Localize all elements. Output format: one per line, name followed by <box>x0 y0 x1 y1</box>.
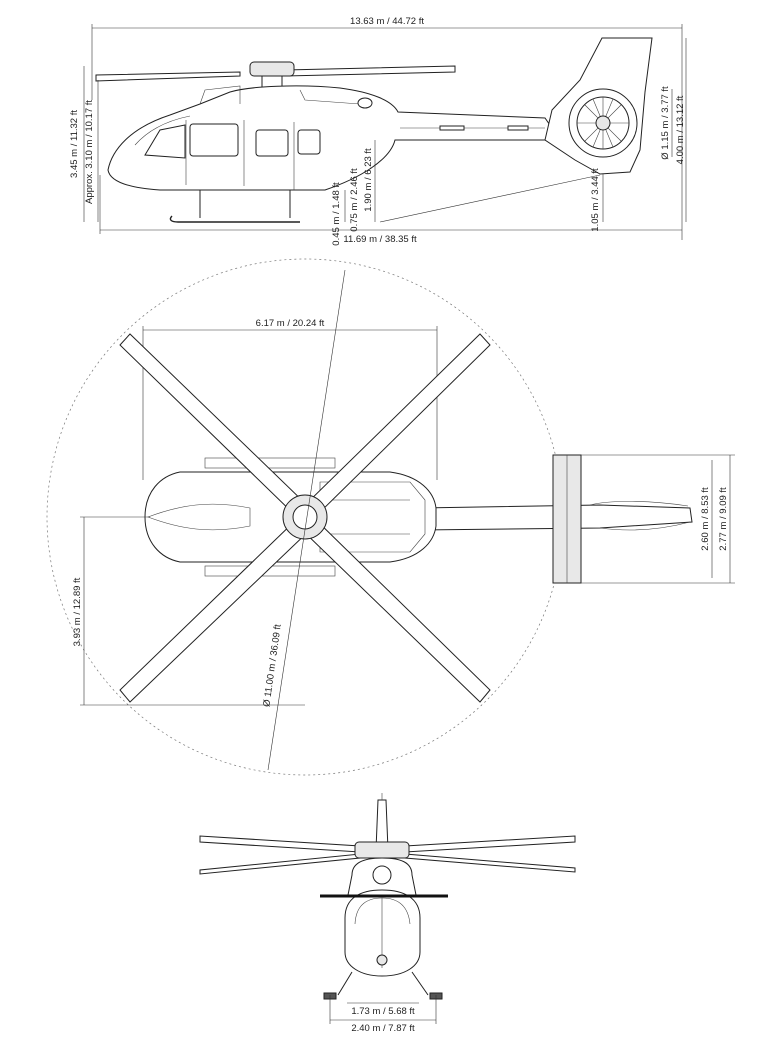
side-view: 13.63 m / 44.72 ft <box>69 16 687 246</box>
cabin-step-upper <box>204 457 336 469</box>
main-rotor-blade-right <box>284 65 456 77</box>
overall-length-label: 13.63 m / 44.72 ft <box>350 16 424 27</box>
tail-clearance-label: 1.05 m / 3.44 ft <box>590 168 601 232</box>
engine-cowling <box>199 85 241 105</box>
nose-to-hub-label: 3.93 m / 12.89 ft <box>72 577 83 646</box>
fuselage-length-label: 11.69 m / 38.35 ft <box>343 234 417 245</box>
cockpit-door-window <box>189 123 239 157</box>
air-intake <box>357 97 373 109</box>
boom-marking-1 <box>439 125 465 131</box>
skid-height-a-label: 0.45 m / 1.48 ft <box>331 182 342 246</box>
cockpit-canopy-top <box>147 503 251 531</box>
front-rotor-hub <box>354 841 410 859</box>
top-view: 6.17 m / 20.24 ft Ø 11.00 m / 36.09 ft <box>46 258 735 776</box>
engine-deck-top <box>319 481 426 553</box>
stabilizer-span-a-label: 2.60 m / 8.53 ft <box>700 487 711 551</box>
front-rotor-blade-left-lower <box>199 853 361 875</box>
front-fuselage <box>344 889 421 977</box>
tail-fin-bottom-outline <box>599 521 691 531</box>
cabin-window-1 <box>255 129 289 157</box>
rotor-diameter-leader <box>267 269 346 771</box>
front-skid-struts <box>337 971 429 996</box>
front-view: 1.73 m / 5.68 ft 2.40 m / 7.87 ft <box>199 793 576 1034</box>
cabin-window-2 <box>297 129 321 155</box>
front-rotor-blade-right-upper <box>404 835 576 853</box>
exhaust-fairing <box>299 89 361 105</box>
front-rotor-blade-left-upper <box>199 835 361 853</box>
height-approx-label: Approx. 3.10 m / 10.17 ft <box>84 100 95 204</box>
stabilizer-span-b-label: 2.77 m / 9.09 ft <box>718 487 729 551</box>
skid-inner-width-label: 1.73 m / 5.68 ft <box>351 1006 415 1017</box>
front-engine-intake <box>372 865 392 885</box>
skid-outer-width-label: 2.40 m / 7.87 ft <box>351 1023 415 1034</box>
rotor-width-label: 6.17 m / 20.24 ft <box>256 318 325 329</box>
skid-height-b-label: 0.75 m / 2.46 ft <box>349 168 360 232</box>
rotor-hub-cap <box>292 504 318 530</box>
main-rotor-blade-left <box>95 71 241 82</box>
cockpit-windscreen <box>144 124 186 159</box>
fenestron-hub <box>595 115 611 131</box>
fenestron-diameter-label: Ø 1.15 m / 3.77 ft <box>660 86 671 160</box>
tail-clearance-leader <box>379 174 601 223</box>
nose-panel-line <box>134 115 191 146</box>
boom-height-label: 1.90 m / 6.23 ft <box>363 148 374 212</box>
rotor-diameter-label: Ø 11.00 m / 36.09 ft <box>261 623 284 707</box>
tail-height-label: 4.00 m / 13.12 ft <box>675 95 686 164</box>
tail-fin-top-outline <box>589 501 689 507</box>
front-rotor-blade-right-lower <box>404 853 576 873</box>
landing-skid <box>169 215 300 223</box>
main-rotor-blades-top <box>119 333 491 703</box>
height-overall-label: 3.45 m / 11.32 ft <box>69 110 80 178</box>
rotor-hub <box>249 61 295 77</box>
fuselage <box>107 85 553 191</box>
boom-marking-2 <box>507 125 529 131</box>
front-nose-sensor <box>376 954 388 966</box>
